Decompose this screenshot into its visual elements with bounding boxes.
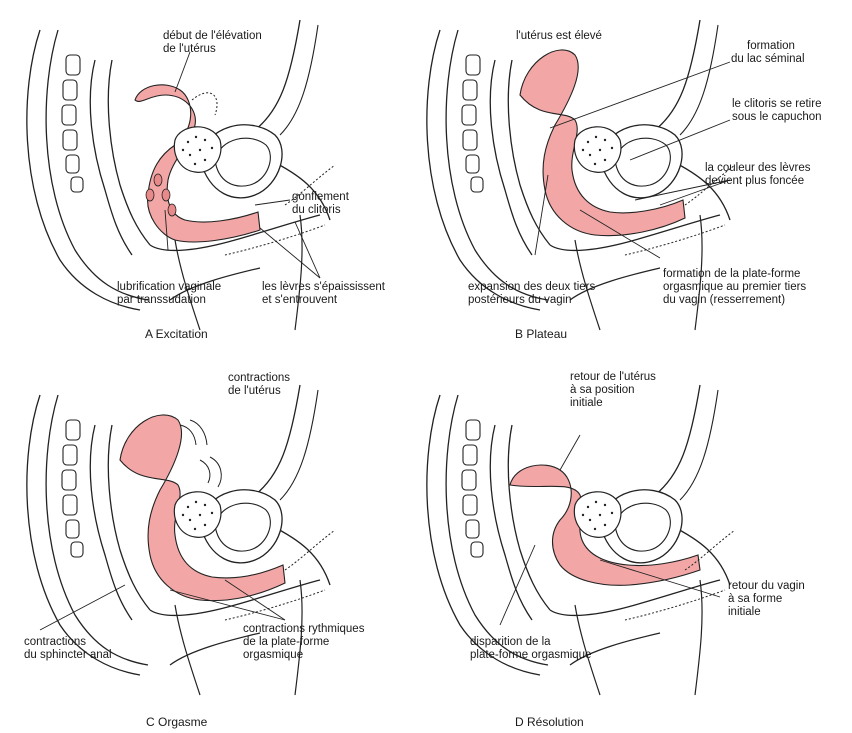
c-uterus-label-1: contractions [228, 372, 290, 385]
a-lubrication-label-2: par transsudation [117, 294, 206, 307]
c-anal-label-2: du sphincter anal [24, 649, 112, 662]
a-clitoris-label-2: du clitoris [292, 204, 341, 217]
a-uterus-label-1: début de l'élévation [163, 30, 262, 43]
b-uterus-label: l'utérus est élevé [516, 30, 602, 43]
a-clitoris-label-1: gonflement [292, 191, 349, 204]
b-platform-label-3: du vagin (resserrement) [663, 294, 785, 307]
a-lips-label-1: les lèvres s'épaississent [262, 281, 385, 294]
d-vagina-label-3: initiale [728, 606, 761, 619]
b-color-label-2: devient plus foncée [705, 175, 804, 188]
b-platform-label-1: formation de la plate-forme [663, 268, 800, 281]
b-lake-label-2: du lac séminal [731, 53, 805, 66]
d-platform-label-1: disparition de la [470, 636, 551, 649]
d-platform-label-2: plate-forme orgasmique [470, 649, 591, 662]
b-platform-label-2: orgasmique au premier tiers [663, 281, 806, 294]
panel-c-caption: C Orgasme [146, 715, 207, 729]
c-rhythm-label-3: orgasmique [243, 649, 303, 662]
d-uterus-label-1: retour de l'utérus [570, 371, 656, 384]
d-uterus-label-3: initiale [570, 397, 603, 410]
panel-d-caption: D Résolution [515, 715, 584, 729]
c-rhythm-label-2: de la plate-forme [243, 636, 329, 649]
c-rhythm-label-1: contractions rythmiques [243, 623, 364, 636]
a-uterus-label-2: de l'utérus [163, 43, 216, 56]
c-anal-label-1: contractions [24, 636, 86, 649]
b-expansion-label-2: postérieurs du vagin [468, 294, 572, 307]
a-lubrication-label-1: lubrification vaginale [117, 281, 221, 294]
b-clit-label-2: sous le capuchon [732, 111, 822, 124]
a-lips-label-2: et s'entrouvent [262, 294, 337, 307]
b-clit-label-1: le clitoris se retire [732, 98, 821, 111]
panel-b-caption: B Plateau [515, 327, 567, 341]
d-uterus-label-2: à sa position [570, 384, 635, 397]
b-expansion-label-1: expansion des deux tiers [468, 281, 595, 294]
b-lake-label-1: formation [747, 40, 795, 53]
panel-a-caption: A Excitation [145, 327, 208, 341]
d-vagina-label-1: retour du vagin [728, 580, 805, 593]
b-color-label-1: la couleur des lèvres [705, 162, 810, 175]
c-uterus-label-2: de l'utérus [228, 385, 281, 398]
d-vagina-label-2: à sa forme [728, 593, 782, 606]
